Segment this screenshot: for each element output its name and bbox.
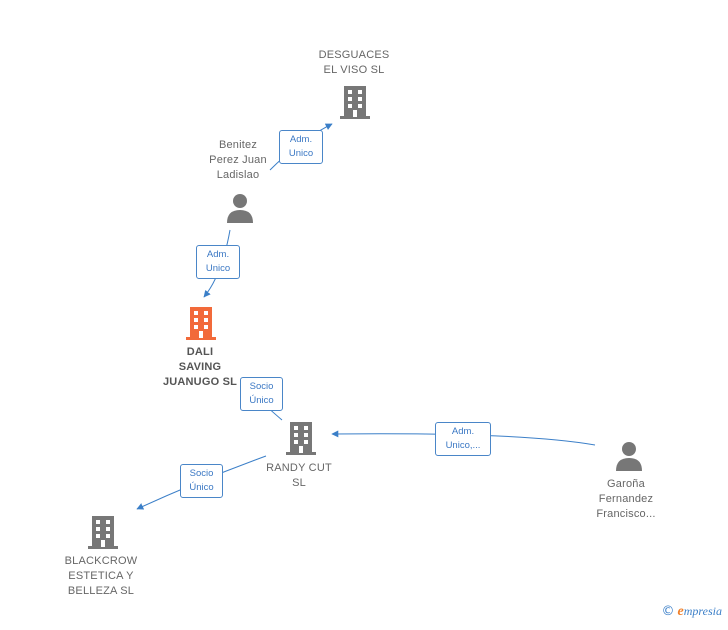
building-icon[interactable]: [284, 420, 318, 456]
edge-badge-benitez-desguaces[interactable]: Adm. Unico: [279, 130, 323, 164]
person-label-benitez[interactable]: Benitez Perez Juan Ladislao: [209, 139, 267, 181]
company-label-desguaces[interactable]: DESGUACES EL VISO SL: [318, 49, 390, 76]
building-icon[interactable]: [338, 84, 372, 120]
edge-badge-benitez-dali[interactable]: Adm. Unico: [196, 245, 240, 279]
person-label-garona[interactable]: Garoña Fernandez Francisco...: [596, 478, 656, 520]
building-icon[interactable]: [86, 514, 120, 550]
edge-badge-dali-randy[interactable]: Socio Único: [240, 377, 283, 411]
person-icon[interactable]: [224, 192, 256, 224]
copyright-icon: ©: [661, 604, 675, 619]
building-icon[interactable]: [184, 305, 218, 341]
edge-badge-garona-randy[interactable]: Adm. Unico,...: [435, 422, 491, 456]
company-label-blackcrow[interactable]: BLACKCROW ESTETICA Y BELLEZA SL: [64, 555, 138, 597]
empresia-logo[interactable]: © empresia: [662, 604, 722, 620]
company-label-dali[interactable]: DALI SAVING JUANUGO SL: [162, 346, 238, 388]
company-label-randy[interactable]: RANDY CUT SL: [266, 462, 332, 489]
edge-garona-randy: [331, 430, 596, 446]
brand-name: mpresia: [683, 604, 722, 618]
person-icon[interactable]: [613, 440, 645, 472]
edge-badge-randy-blackcrow[interactable]: Socio Único: [180, 464, 223, 498]
brand-initial: e: [677, 604, 684, 619]
